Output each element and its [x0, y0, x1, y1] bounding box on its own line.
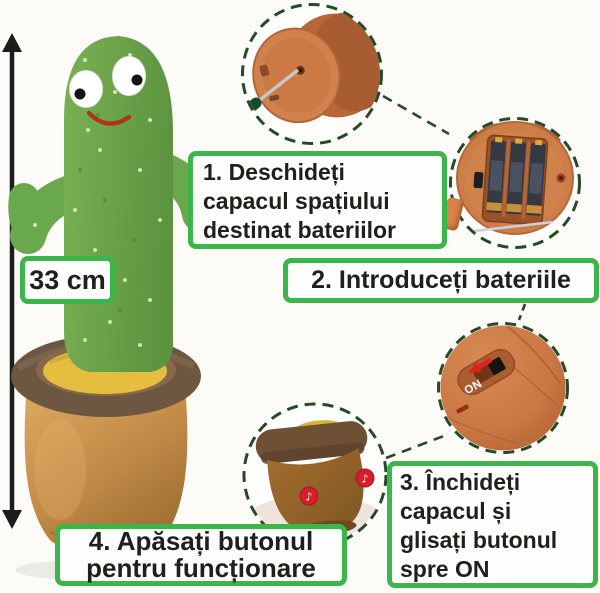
callout-music-buttons: ♪ ♪ [241, 401, 389, 549]
pot-bottom-with-screwdriver-photo [244, 12, 380, 124]
music-button: ♪ [299, 486, 319, 506]
step-3-line-2: capacul și [400, 498, 512, 524]
step-1-box: 1. Deschideți capacul spațiului destinat… [188, 151, 447, 249]
step-1-line-1: 1. Deschideți [203, 159, 345, 185]
red-arrow-icon [468, 357, 493, 374]
battery-icon [506, 138, 526, 215]
arrowhead-up-icon [2, 33, 22, 52]
callout-battery-cover [240, 2, 384, 146]
callout-batteries [448, 116, 582, 250]
switch-knob [487, 356, 506, 376]
height-arrow [2, 33, 22, 529]
cactus-toy-illustration [8, 36, 220, 581]
music-button: ♪ [355, 468, 375, 488]
step-1-line-2: capacul spațiului [203, 188, 390, 214]
step-2-box: 2. Introduceți bateriile [283, 258, 599, 303]
step-3-line-4: spre ON [400, 556, 490, 582]
left-pupil [74, 88, 86, 100]
step-3-line-1: 3. Închideți [400, 469, 521, 495]
step-4-line-2: pentru funcționare [86, 553, 316, 583]
music-note-icon: ♪ [305, 491, 312, 504]
step-4-line-1: 4. Apăsați butonul [88, 526, 314, 556]
power-switch-photo: ON [440, 325, 566, 451]
battery-icon [486, 137, 507, 213]
smile [86, 110, 132, 126]
step-1-line-3: destinat bateriilor [203, 217, 396, 243]
arrowhead-down-icon [2, 510, 22, 529]
step-3-line-3: glisați butonul [400, 527, 558, 553]
step-4-box: 4. Apăsați butonul pentru funcționare [55, 524, 347, 586]
right-eye [112, 56, 146, 96]
battery-slot [481, 134, 549, 226]
height-value: 33 cm [29, 264, 106, 295]
battery-icon [526, 139, 546, 216]
power-switch-icon: ON [457, 348, 516, 397]
left-eye [69, 70, 103, 108]
music-note-icon: ♪ [361, 473, 368, 486]
step-3-box: 3. Închideți capacul și glisați butonul … [387, 461, 598, 588]
right-pupil [131, 74, 143, 86]
height-label: 33 cm [20, 256, 115, 304]
callout-power-switch: ON [436, 321, 570, 455]
open-battery-compartment-photo [456, 121, 574, 235]
cactus-knit-texture-dark [78, 113, 137, 312]
cactus-body [8, 36, 220, 372]
step-2-line-1: 2. Introduceți bateriile [311, 266, 571, 294]
